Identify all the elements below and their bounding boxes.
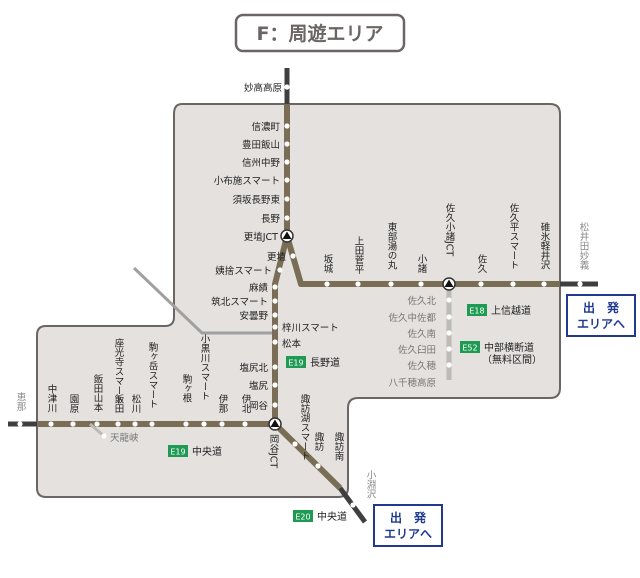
station-label: 上田菅平	[353, 236, 365, 275]
station-label: 諏訪湖スマート	[299, 393, 311, 460]
station-label: 恵那	[15, 391, 27, 412]
ic-dots	[17, 84, 583, 508]
station-label: 妙高高原	[244, 82, 282, 94]
station-label: 小淵沢	[365, 470, 377, 499]
station-label: 八千穂高原	[388, 377, 436, 389]
station-label: 岡谷	[249, 401, 269, 412]
svg-text:出 発: 出 発	[583, 300, 620, 315]
station-label: 碓氷軽井沢	[539, 221, 551, 270]
svg-text:E19: E19	[170, 448, 185, 457]
badge-e19-chuo: E19 中央道	[168, 445, 222, 458]
station-label: 小黒川スマート	[199, 334, 211, 401]
station-label: 諏訪南	[333, 431, 345, 460]
station-label: 天龍峡	[110, 432, 139, 444]
station-label: 駒ヶ岳スマート	[147, 341, 159, 408]
station-label: 伊北	[240, 393, 252, 414]
station-label: 中津川	[46, 383, 58, 412]
station-label: 松井田妙義	[578, 221, 590, 269]
station-label: 佐久	[476, 253, 488, 274]
station-label: 佐久北	[407, 295, 436, 307]
exit-box-south[interactable]: 出 発 エリアへ	[373, 504, 443, 547]
station-label: 須坂長野東	[232, 194, 280, 206]
svg-text:出 発: 出 発	[390, 510, 427, 525]
jct-markers	[268, 229, 456, 431]
svg-text:長野道: 長野道	[310, 356, 340, 369]
labels-chuo: 伊北 伊那 小黒川スマート 駒ヶ根 駒ヶ岳スマート 松川 座光寺スマート 飯田 …	[15, 334, 377, 499]
branch-line	[132, 266, 276, 335]
station-label: 岡谷JCT	[268, 434, 280, 468]
labels-nagano-line: 妙高高原 信濃町 豊田飯山 信州中野 小布施スマート 須坂長野東 長野 更埴JC…	[211, 82, 338, 412]
station-label: 佐久小諸JCT	[444, 202, 456, 256]
station-label: 小諸	[416, 254, 428, 274]
station-label: 信濃町	[251, 121, 280, 133]
svg-text:（無料区間）: （無料区間）	[482, 353, 542, 366]
title-box: F：周遊エリア	[234, 13, 406, 53]
station-label: 佐久中佐都	[388, 312, 436, 324]
station-label: 園原	[68, 394, 80, 413]
station-label: 坂城	[322, 254, 334, 274]
badge-e19-nagano: E19 長野道	[286, 356, 340, 369]
station-label: 安曇野	[239, 310, 268, 322]
station-label: 更埴	[267, 251, 287, 263]
labels-joshinetsu: 坂城 上田菅平 東部湯の丸 小諸 佐久小諸JCT 佐久 佐久平スマート 碓氷軽井…	[322, 202, 590, 275]
station-label: 東部湯の丸	[386, 221, 398, 270]
station-label: 佐久臼田	[398, 344, 436, 356]
station-label-iida: 飯田	[113, 393, 125, 414]
station-label: 塩尻	[249, 380, 269, 392]
station-label: 豊田飯山	[242, 139, 280, 151]
svg-text:E52: E52	[462, 344, 477, 353]
station-label: 松本	[282, 338, 302, 350]
tour-area	[36, 103, 561, 498]
station-label: 諏訪	[313, 431, 325, 452]
svg-text:E19: E19	[288, 359, 303, 368]
station-label: 佐久穂	[407, 360, 436, 372]
station-label: 小布施スマート	[214, 175, 280, 187]
tenryukyo-branch	[89, 422, 105, 438]
station-label: 松川	[130, 393, 142, 413]
station-label: 長野	[261, 214, 281, 225]
station-label: 伊那	[217, 393, 229, 414]
station-label: 塩尻北	[239, 362, 268, 374]
labels-e52: 佐久北 佐久中佐都 佐久南 佐久臼田 佐久穂 八千穂高原	[388, 295, 436, 389]
badge-e20: E20 中央道	[293, 510, 347, 523]
badge-e52: E52 中部横断道 （無料区間）	[460, 341, 542, 366]
station-label: 信州中野	[242, 157, 281, 169]
station-label: 麻績	[249, 282, 269, 294]
badge-e18: E18 上信越道	[467, 304, 531, 317]
svg-text:エリアへ: エリアへ	[384, 527, 432, 541]
station-label: 筑北スマート	[211, 296, 268, 308]
station-label: 座光寺スマート	[113, 337, 125, 404]
svg-text:上信越道: 上信越道	[491, 304, 531, 317]
station-label: 佐久南	[407, 328, 436, 340]
station-label: 梓川スマート	[282, 322, 339, 334]
station-label: 姨捨スマート	[215, 265, 272, 277]
svg-text:中央道: 中央道	[317, 510, 347, 523]
page-title: F：周遊エリア	[257, 22, 384, 45]
svg-text:中央道: 中央道	[192, 445, 222, 458]
svg-text:中部横断道: 中部横断道	[484, 341, 534, 354]
svg-text:E18: E18	[469, 307, 484, 316]
station-label: 佐久平スマート	[508, 202, 520, 269]
svg-text:エリアへ: エリアへ	[577, 317, 625, 331]
station-label: 駒ヶ根	[181, 373, 193, 403]
station-label: 飯田山本	[92, 373, 104, 413]
svg-text:E20: E20	[295, 513, 310, 522]
exit-box-east[interactable]: 出 発 エリアへ	[566, 294, 636, 337]
station-label: 更埴JCT	[244, 231, 278, 243]
